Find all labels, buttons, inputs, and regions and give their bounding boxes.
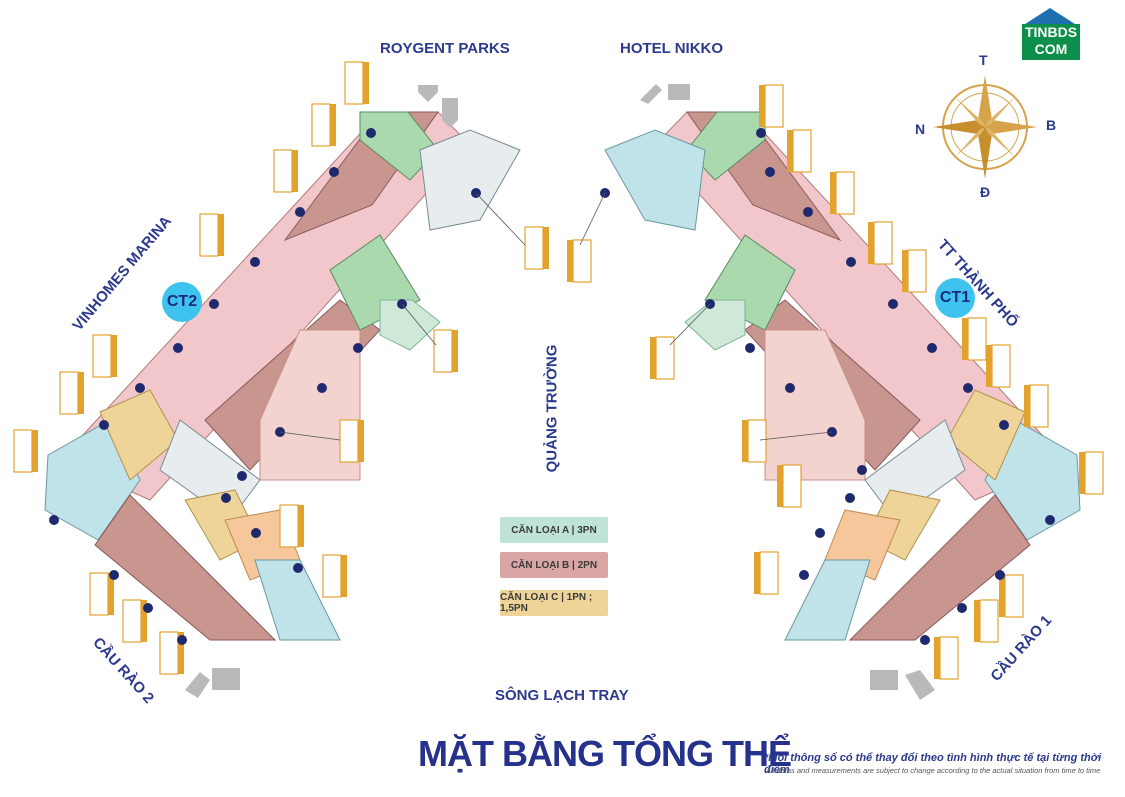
page-title: MẶT BẰNG TỔNG THỂ bbox=[418, 733, 792, 774]
ct2-badge[interactable]: CT2 bbox=[162, 282, 202, 322]
leader-lines bbox=[279, 192, 833, 441]
roygent-parks-label: ROYGENT PARKS bbox=[380, 40, 510, 57]
legend-type-a: CĂN LOẠI A | 3PN bbox=[500, 517, 608, 543]
compass-north-label: T bbox=[979, 52, 988, 68]
unit-tag-headers bbox=[32, 62, 1085, 679]
tinbds-logo[interactable] bbox=[1018, 6, 1082, 62]
house-icon bbox=[1022, 8, 1078, 26]
ct1-badge[interactable]: CT1 bbox=[935, 278, 975, 318]
compass-south-label: Đ bbox=[980, 184, 991, 200]
song-lach-tray-label: SÔNG LẠCH TRAY bbox=[495, 687, 629, 704]
unit-tags bbox=[13, 61, 1104, 680]
quang-truong-label: QUẢNG TRƯỜNG bbox=[543, 344, 561, 473]
hotel-nikko-label: HOTEL NIKKO bbox=[620, 40, 724, 57]
ct1-building bbox=[604, 111, 1081, 641]
disclaimer-vi: *Mọi thông số có thể thay đổi theo tình … bbox=[764, 752, 1102, 776]
disclaimer-en: All datas and measurements are subject t… bbox=[766, 766, 1101, 775]
entrance-arrow-icon bbox=[185, 84, 935, 700]
logo-line-2: COM bbox=[1034, 41, 1068, 57]
compass-east-label: B bbox=[1046, 117, 1057, 133]
compass-icon bbox=[933, 75, 1037, 179]
logo-text: TINBDS COM bbox=[1022, 24, 1080, 60]
logo-line-1: TINBDS bbox=[1024, 24, 1078, 40]
legend-type-c: CĂN LOẠI C | 1PN ; 1,5PN bbox=[500, 590, 608, 616]
unit-number-dots bbox=[49, 128, 1055, 645]
ct2-building bbox=[44, 111, 521, 641]
compass-west-label: N bbox=[915, 121, 926, 137]
legend-type-b: CĂN LOẠI B | 2PN bbox=[500, 552, 608, 578]
